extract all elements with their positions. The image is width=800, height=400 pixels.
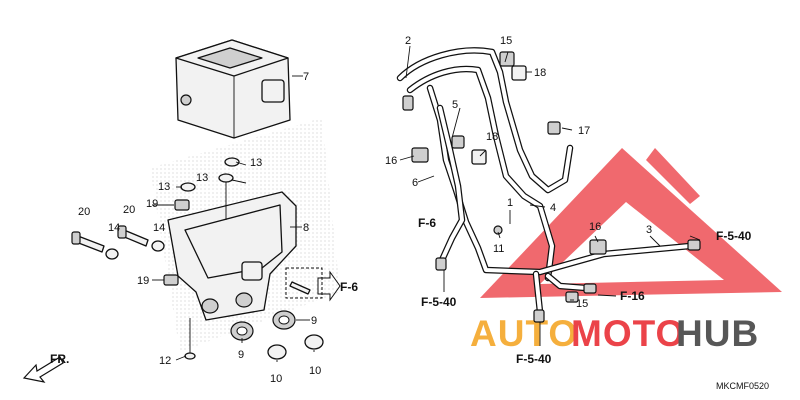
callout-10-right: 10 — [309, 365, 321, 377]
f6-arrow-icon — [317, 270, 341, 302]
collar-10-right — [304, 334, 324, 350]
clip-19-upper — [174, 199, 190, 211]
diagram-code: MKCMF0520 — [716, 381, 769, 391]
hose-end-bottom — [533, 309, 545, 323]
callout-9-right: 9 — [311, 315, 317, 327]
ref-f16: F-16 — [620, 289, 645, 303]
bolt-20-left — [71, 231, 105, 253]
ref-f540-right: F-5-40 — [716, 229, 752, 243]
ref-f540-bottom: F-5-40 — [516, 352, 552, 366]
callout-15-bottom: 15 — [576, 298, 588, 310]
front-label: FR. — [50, 352, 69, 366]
callouts: 2 3 4 5 6 7 8 9 9 10 10 11 1 12 13 13 13… — [78, 35, 652, 385]
watermark-brand-hub: HUB — [676, 313, 759, 354]
bolt-11 — [493, 225, 503, 235]
callout-14-right: 14 — [153, 222, 165, 234]
callout-12: 12 — [159, 355, 171, 367]
hose-end-left — [435, 257, 447, 271]
nut-13-mid — [218, 173, 234, 220]
watermark: AUTO MOTO HUB — [470, 148, 782, 354]
front-indicator: FR. — [22, 352, 69, 383]
callout-13-mid: 13 — [196, 172, 208, 184]
callout-17: 17 — [578, 125, 590, 137]
callout-1: 1 — [507, 197, 513, 209]
ref-f540-left: F-5-40 — [421, 295, 457, 309]
leader-lines — [152, 45, 701, 362]
clip-15-top — [499, 51, 515, 67]
callout-19-lower: 19 — [137, 275, 149, 287]
clip-17 — [547, 121, 561, 135]
callout-3: 3 — [646, 224, 652, 236]
callout-13-top: 13 — [250, 157, 262, 169]
callout-20-right: 20 — [123, 204, 135, 216]
bolt-20-right — [117, 225, 149, 247]
clamp-16-left — [411, 147, 429, 163]
ref-f6-modulator: F-6 — [340, 280, 358, 294]
callout-9-left: 9 — [238, 349, 244, 361]
damper-9-right — [272, 310, 296, 330]
callout-8: 8 — [303, 222, 309, 234]
washer-14-right — [151, 240, 165, 252]
callout-18-top: 18 — [534, 67, 546, 79]
brake-pipes — [396, 47, 694, 316]
references: F-6 F-6 F-5-40 F-5-40 F-5-40 F-16 — [340, 216, 752, 366]
hose-end-f16 — [583, 283, 597, 294]
callout-2: 2 — [405, 35, 411, 47]
collar-10-left — [267, 344, 287, 360]
callout-14-left: 14 — [108, 222, 120, 234]
clip-18-top — [511, 65, 527, 81]
watermark-brand-moto: MOTO — [571, 313, 685, 354]
callout-18-mid: 18 — [486, 131, 498, 143]
clamp-16-right — [589, 239, 607, 255]
callout-5: 5 — [452, 99, 458, 111]
clip-5 — [451, 135, 465, 149]
callout-16-left: 16 — [385, 155, 397, 167]
callout-13-left: 13 — [158, 181, 170, 193]
callout-6-hose: 6 — [412, 177, 418, 189]
callout-15-top: 15 — [500, 35, 512, 47]
watermark-triangle-inner — [540, 202, 724, 284]
ref-f6-hose: F-6 — [418, 216, 436, 230]
modulator-bracket — [167, 191, 302, 321]
damper-9-left — [230, 321, 254, 341]
callout-16-right: 16 — [589, 221, 601, 233]
washer-14-left — [105, 248, 119, 260]
nut-13-left — [180, 182, 196, 192]
hose-end-right — [687, 239, 701, 251]
pipe-end-2 — [402, 95, 414, 111]
callout-20-left: 20 — [78, 206, 90, 218]
callout-10-left: 10 — [270, 373, 282, 385]
front-arrow-icon — [22, 356, 64, 383]
clip-19-lower — [163, 274, 179, 286]
nut-13-top — [224, 157, 240, 167]
watermark-triangle-stripe — [646, 148, 700, 204]
clip-15-bottom — [565, 291, 579, 303]
callout-4: 4 — [550, 202, 556, 214]
callout-11: 11 — [493, 243, 504, 255]
callout-7: 7 — [303, 71, 309, 83]
abs-modulator — [175, 39, 303, 139]
watermark-brand-auto: AUTO — [470, 313, 578, 354]
callout-19-upper: 19 — [146, 198, 158, 210]
bolt-detail — [285, 267, 341, 302]
